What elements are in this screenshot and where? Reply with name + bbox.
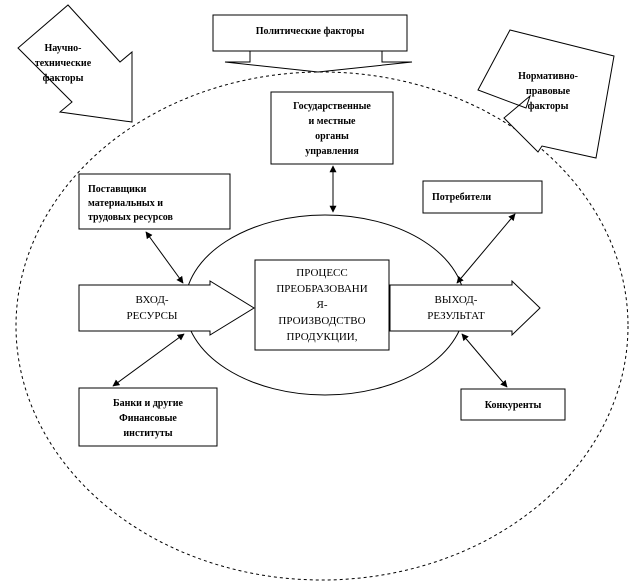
process-label-2: ПРЕОБРАЗОВАНИ (276, 283, 367, 295)
political-factors-label: Политические факторы (256, 26, 365, 37)
arrow-output-competitors (461, 333, 508, 388)
arrow-input-banks (112, 333, 185, 387)
suppliers-label-2: материальных и (88, 198, 163, 209)
arrow-suppliers-input (145, 231, 184, 284)
competitors-label: Конкуренты (485, 400, 542, 411)
input-label-1: ВХОД- (135, 294, 168, 306)
scientific-factors-label-3: факторы (43, 73, 84, 84)
output-label-1: ВЫХОД- (435, 294, 478, 306)
government-label-4: управления (305, 146, 359, 157)
scientific-factors-label-1: Научно- (44, 43, 81, 54)
suppliers-box: Поставщики материальных и трудовых ресур… (78, 173, 231, 230)
normative-factors-block: Нормативно- правовые факторы (477, 29, 615, 159)
normative-factors-label-2: правовые (526, 86, 571, 97)
process-label-3: Я- (317, 299, 328, 311)
government-label-3: органы (315, 131, 349, 142)
input-label-2: РЕСУРСЫ (127, 310, 178, 322)
process-label-4: ПРОИЗВОДСТВО (278, 315, 365, 327)
banks-label-3: институты (123, 428, 172, 439)
banks-label-1: Банки и другие (113, 398, 183, 409)
consumers-box: Потребители (422, 180, 543, 214)
process-label-1: ПРОЦЕСС (296, 267, 347, 279)
banks-box: Банки и другие Финансовые институты (78, 387, 218, 447)
suppliers-label-3: трудовых ресурсов (88, 212, 174, 223)
scientific-factors-block: Научно- технические факторы (17, 4, 133, 123)
output-label-2: РЕЗУЛЬТАТ (427, 310, 485, 322)
process-label-5: ПРОДУКЦИИ, (287, 331, 358, 343)
government-label-1: Государственные (293, 101, 371, 112)
input-resources-arrow: ВХОД- РЕСУРСЫ (78, 280, 255, 336)
government-box: Государственные и местные органы управле… (270, 91, 394, 165)
government-label-2: и местные (309, 116, 357, 127)
output-result-arrow: ВЫХОД- РЕЗУЛЬТАТ (389, 279, 541, 337)
normative-factors-label-3: факторы (528, 101, 569, 112)
consumers-label: Потребители (432, 192, 491, 203)
arrow-consumers-output (456, 213, 516, 284)
scientific-factors-label-2: технические (35, 58, 92, 69)
competitors-box: Конкуренты (460, 388, 566, 421)
political-factors-block: Политические факторы (212, 14, 413, 73)
banks-label-2: Финансовые (119, 413, 177, 424)
suppliers-label-1: Поставщики (88, 184, 147, 195)
normative-factors-label-1: Нормативно- (518, 71, 578, 82)
process-box: ПРОЦЕСС ПРЕОБРАЗОВАНИ Я- ПРОИЗВОДСТВО ПР… (254, 259, 390, 351)
